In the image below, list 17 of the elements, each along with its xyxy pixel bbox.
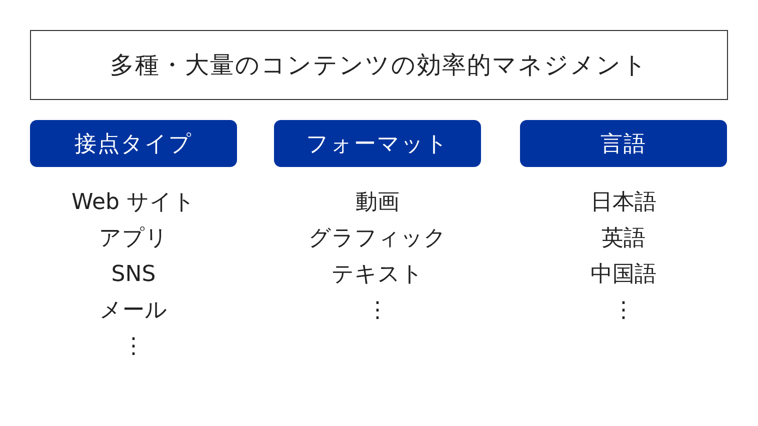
list-item: ⋮ xyxy=(122,333,144,361)
list-item: ⋮ xyxy=(612,297,634,325)
list-item: メール xyxy=(100,297,168,325)
title-box: 多種・大量のコンテンツの効率的マネジメント xyxy=(30,30,728,100)
list-item: Web サイト xyxy=(72,189,196,217)
header-box: フォーマット xyxy=(274,120,481,167)
list-item: 英語 xyxy=(602,225,646,253)
list-item: 日本語 xyxy=(590,189,656,217)
list-item: SNS xyxy=(111,261,156,289)
list-item: グラフィック xyxy=(308,225,446,253)
list-item: アプリ xyxy=(99,225,168,253)
list-item: 中国語 xyxy=(590,261,656,289)
list-item: 動画 xyxy=(356,189,400,217)
header-box: 接点タイプ xyxy=(30,120,237,167)
list-item: ⋮ xyxy=(366,297,388,325)
header-box: 言語 xyxy=(520,120,727,167)
list-item: テキスト xyxy=(332,261,424,289)
